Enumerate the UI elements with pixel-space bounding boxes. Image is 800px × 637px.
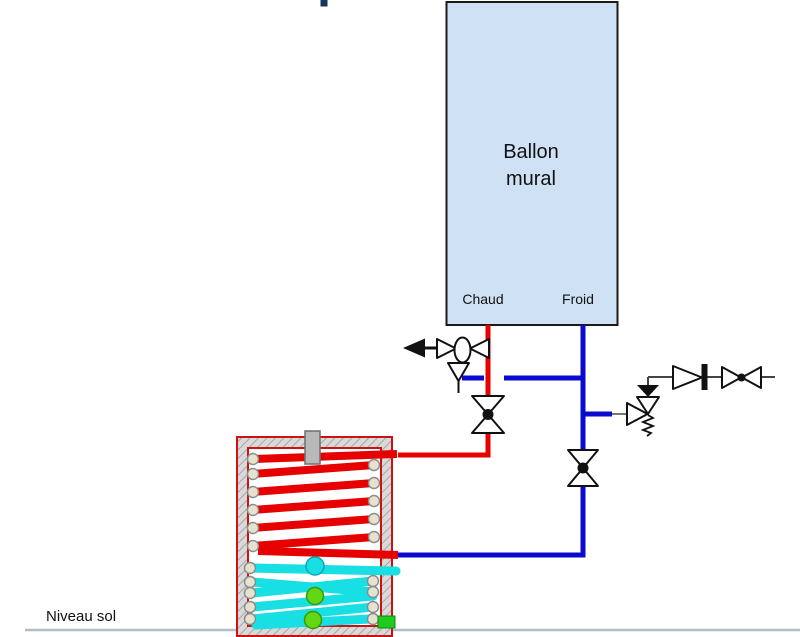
wall-tank-label-line2: mural	[506, 168, 556, 190]
cold-coil-joint	[305, 556, 325, 576]
hot-coil-return-tube	[257, 547, 399, 559]
coil-end-cap	[246, 521, 260, 535]
sensor-dot	[303, 610, 323, 630]
tundish-drain-icon	[447, 362, 470, 382]
shutoff-valve-supply-icon	[741, 366, 762, 389]
hot-coil-tube	[252, 479, 375, 496]
valve-triangle	[471, 395, 505, 416]
coil-end-cap	[366, 574, 380, 588]
tank-cap-icon	[304, 430, 321, 465]
ground-level-label: Niveau sol	[46, 608, 116, 625]
shutoff-valve-cold-icon	[567, 449, 599, 487]
cold-coil-end-caps	[243, 561, 380, 626]
shutoff-valve-hot-icon	[471, 395, 505, 434]
cold-coil-tube	[247, 576, 378, 598]
sensor-dot	[305, 586, 325, 606]
coil-end-cap	[367, 458, 381, 472]
cold-piping	[398, 325, 612, 558]
hot-coil-tube	[252, 497, 375, 514]
mixed-water-arrow-icon	[403, 338, 425, 358]
coil-end-cap	[246, 452, 260, 466]
coil-end-cap	[243, 612, 257, 626]
check-valve-icon	[701, 364, 708, 390]
valve-stem-dot	[737, 373, 746, 382]
coil-end-cap	[243, 586, 257, 600]
thermostatic-mixing-valve-icon	[469, 338, 490, 359]
title-fragment	[320, 0, 328, 7]
hot-coil-tube	[252, 533, 375, 550]
wall-tank-body	[445, 1, 619, 326]
cold-supply-group	[626, 364, 775, 437]
coil-end-cap	[246, 467, 260, 481]
coil-end-cap	[366, 600, 380, 614]
hot-port-label: Chaud	[462, 291, 503, 307]
safety-valve-inlet	[626, 402, 649, 426]
valve-stem-dot	[482, 409, 494, 420]
coil-end-cap	[367, 476, 381, 490]
wall-tank-label-line1: Ballon	[503, 141, 559, 163]
safety-relief-valve-icon	[626, 385, 660, 437]
safety-valve-spring	[640, 414, 656, 437]
coil-end-cap	[246, 503, 260, 517]
safety-valve-body	[636, 396, 660, 415]
check-valve-icon	[672, 365, 703, 390]
coil-end-cap	[366, 585, 380, 599]
shutoff-valve-supply-icon	[721, 366, 742, 389]
coil-end-cap	[367, 512, 381, 526]
coil-end-cap	[243, 561, 257, 575]
valve-stem-dot	[577, 462, 589, 474]
coil-end-cap	[367, 494, 381, 508]
hot-coil	[252, 450, 399, 559]
thermostatic-mixing-valve-icon	[453, 336, 472, 364]
coil-end-cap	[243, 600, 257, 614]
mixing-valve-group	[403, 336, 490, 393]
valve-triangle	[567, 449, 599, 469]
thermostatic-mixing-valve-icon	[436, 338, 457, 359]
hot-coil-tube	[252, 450, 398, 463]
coil-sensors	[303, 586, 325, 630]
wall-tank: Ballon mural Chaud Froid	[445, 1, 619, 326]
coil-end-cap	[246, 485, 260, 499]
safety-valve-seat	[637, 385, 659, 397]
hot-coil-tube	[252, 461, 375, 478]
hot-coil-tube	[252, 515, 375, 532]
coil-end-cap	[246, 539, 260, 553]
coil-end-cap	[243, 575, 257, 589]
coil-end-cap	[366, 612, 380, 626]
cold-port-label: Froid	[562, 291, 594, 307]
cold-pipe-run	[398, 325, 586, 558]
valve-triangle	[471, 413, 505, 434]
hot-piping	[398, 325, 491, 458]
drain-fitting-icon	[377, 615, 396, 629]
hot-pipe-run	[398, 325, 491, 458]
hot-coil-end-caps	[246, 452, 381, 553]
valve-triangle	[567, 467, 599, 487]
coil-end-cap	[367, 530, 381, 544]
